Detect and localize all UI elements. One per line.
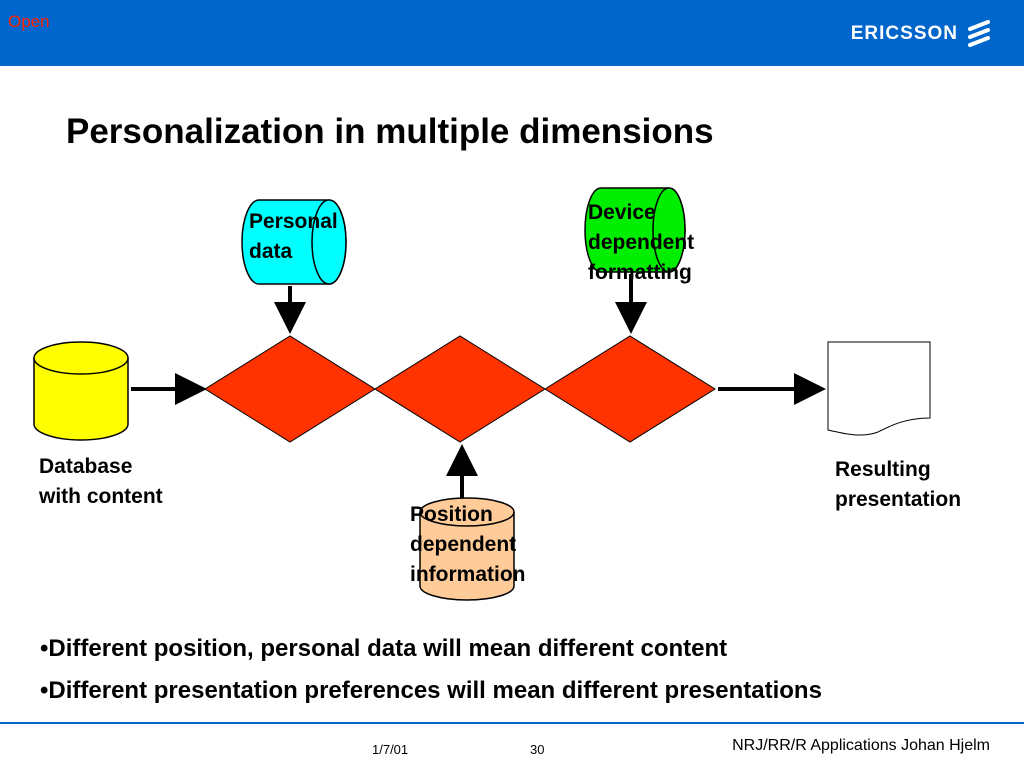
footer-page-number: 30 bbox=[530, 742, 545, 757]
bullet-list: •Different position, personal data will … bbox=[40, 628, 822, 712]
ericsson-logo-icon bbox=[968, 20, 990, 47]
diamond-process-3 bbox=[544, 335, 716, 443]
footer-author: NRJ/RR/R Applications Johan Hjelm bbox=[732, 737, 990, 754]
database-cylinder bbox=[33, 341, 129, 441]
logo-text: ERICSSON bbox=[850, 23, 958, 44]
slide-title: Personalization in multiple dimensions bbox=[66, 112, 714, 151]
header-bar: Open ERICSSON bbox=[0, 0, 1024, 66]
footer-date: 1/7/01 bbox=[372, 742, 409, 757]
position-information-cylinder bbox=[419, 497, 515, 601]
ericsson-logo: ERICSSON bbox=[851, 18, 990, 50]
diamond-process-1 bbox=[204, 335, 376, 443]
result-document bbox=[827, 341, 931, 436]
device-formatting-cylinder bbox=[584, 187, 686, 273]
personal-data-cylinder bbox=[241, 199, 347, 285]
footer-divider bbox=[0, 722, 1024, 724]
classification-label: Open bbox=[8, 12, 50, 31]
diamond-process-2 bbox=[374, 335, 546, 443]
bullet-item: •Different presentation preferences will… bbox=[40, 677, 822, 704]
bullet-item: •Different position, personal data will … bbox=[40, 635, 728, 662]
